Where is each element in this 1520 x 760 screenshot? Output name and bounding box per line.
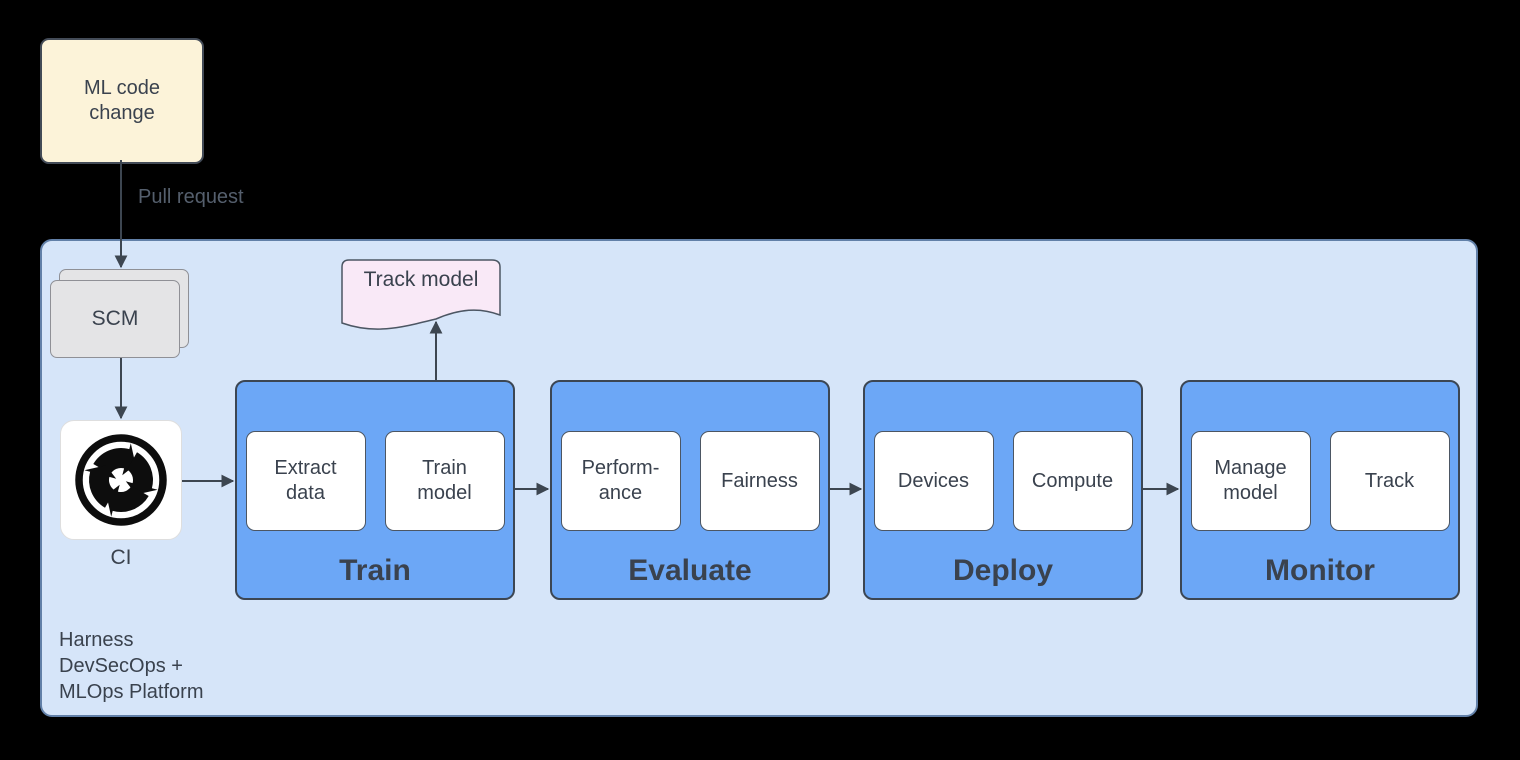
node-ml-code-change: ML code change: [40, 38, 204, 164]
stage-evaluate-title: Evaluate: [628, 554, 752, 587]
stage-deploy-title: Deploy: [952, 554, 1054, 587]
node-track-model: [341, 259, 501, 330]
stage-monitor-title: Monitor: [1265, 554, 1375, 587]
stage-evaluate: Perform- ance Fairness Evaluate: [550, 380, 830, 600]
train-model-label: Train model: [417, 457, 472, 504]
stage-monitor-items: Manage model Track: [1182, 431, 1458, 531]
stage-train: Extract data Train model Train: [235, 380, 515, 600]
node-devices: Devices: [873, 431, 994, 531]
pull-request-label: Pull request: [138, 186, 244, 208]
ci-cycle-icon: [75, 434, 167, 526]
node-manage-model: Manage model: [1190, 431, 1311, 531]
scm-label: SCM: [91, 307, 139, 330]
node-scm: SCM: [50, 280, 180, 358]
devices-label: Devices: [897, 469, 970, 492]
stage-deploy-items: Devices Compute: [865, 431, 1141, 531]
fairness-label: Fairness: [721, 469, 798, 492]
node-ci: [60, 420, 182, 540]
ci-label: CI: [110, 546, 132, 569]
extract-data-label: Extract data: [274, 457, 337, 504]
node-train-model: Train model: [384, 431, 505, 531]
manage-model-label: Manage model: [1214, 457, 1287, 504]
node-track: Track: [1329, 431, 1450, 531]
stage-monitor: Manage model Track Monitor: [1180, 380, 1460, 600]
ml-code-change-label: ML code change: [84, 77, 160, 124]
node-performance: Perform- ance: [560, 431, 681, 531]
node-extract-data: Extract data: [245, 431, 366, 531]
track-label: Track: [1364, 469, 1415, 492]
stage-train-items: Extract data Train model: [237, 431, 513, 531]
track-model-label: Track model: [363, 268, 479, 291]
stage-evaluate-items: Perform- ance Fairness: [552, 431, 828, 531]
stage-train-title: Train: [339, 554, 411, 587]
stage-deploy: Devices Compute Deploy: [863, 380, 1143, 600]
performance-label: Perform- ance: [581, 457, 660, 504]
platform-label: Harness DevSecOps + MLOps Platform: [59, 629, 204, 703]
node-fairness: Fairness: [699, 431, 820, 531]
node-compute: Compute: [1012, 431, 1133, 531]
compute-label: Compute: [1031, 469, 1114, 492]
